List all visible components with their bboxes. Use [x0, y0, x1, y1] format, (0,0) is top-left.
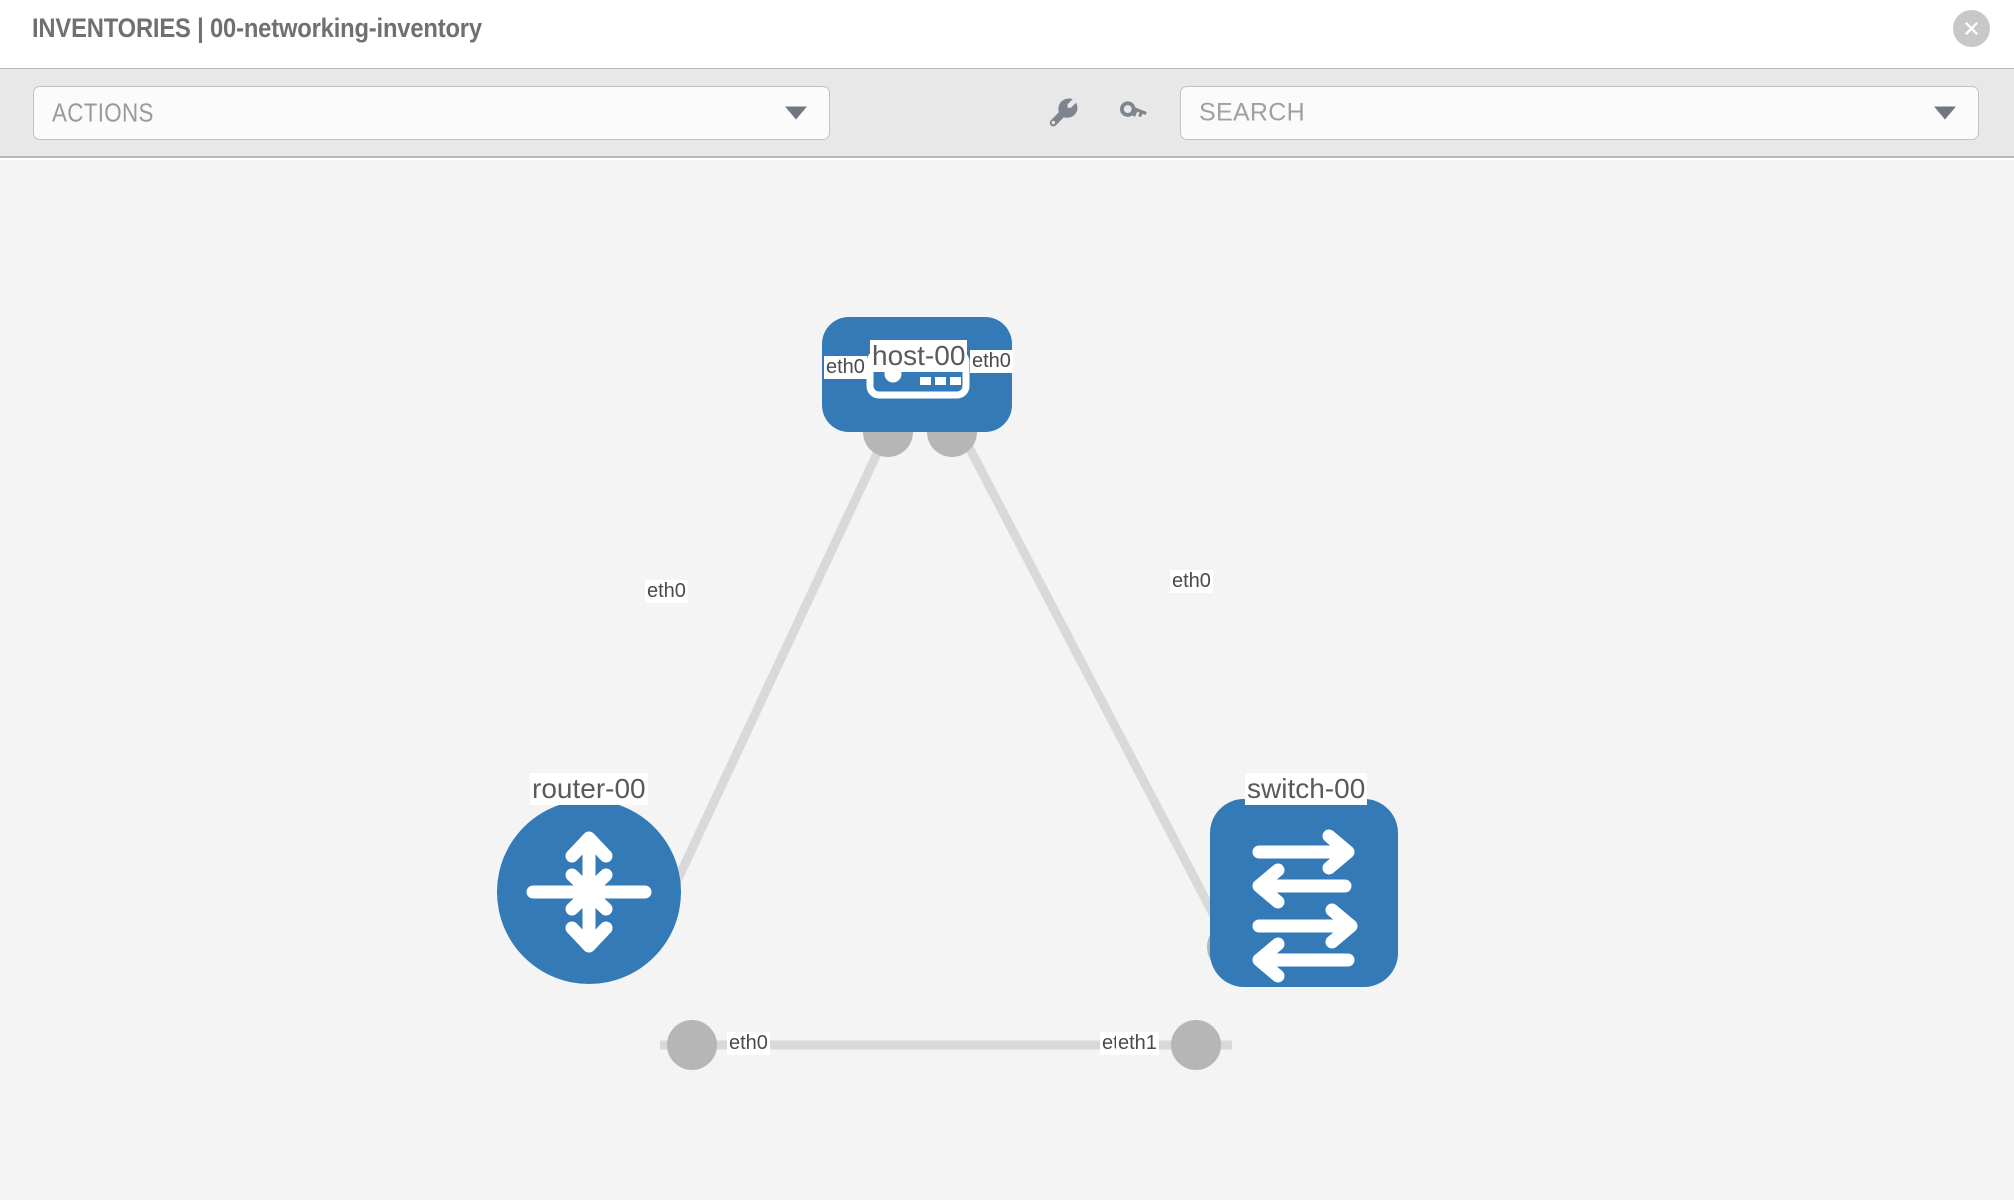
search-input[interactable]: SEARCH — [1180, 86, 1979, 140]
port-router-right[interactable] — [667, 1020, 717, 1070]
link-host-router[interactable] — [635, 428, 893, 962]
topology-links — [635, 427, 1236, 1050]
topology-canvas[interactable]: host-00 router-00 switch-00 eth0 eth0 et… — [0, 160, 2014, 1200]
router-four-arrows-icon — [526, 831, 652, 953]
switch-two-way-arrows-icon — [1252, 829, 1358, 983]
actions-dropdown-label: ACTIONS — [52, 97, 154, 128]
chevron-down-icon — [785, 106, 807, 120]
iface-label-switch-up: eth0 — [1170, 570, 1213, 593]
key-icon — [1119, 101, 1147, 118]
page-header: INVENTORIES | 00-networking-inventory — [0, 0, 2014, 68]
actions-dropdown[interactable]: ACTIONS — [33, 86, 830, 140]
search-placeholder: SEARCH — [1199, 98, 1305, 127]
close-icon — [1965, 22, 1978, 35]
iface-label-host-right: eth0 — [970, 350, 1013, 373]
node-label-host: host-00 — [870, 340, 968, 373]
node-router-00[interactable] — [497, 800, 681, 984]
toolbar: ACTIONS SEARCH — [0, 68, 2014, 158]
wrench-icon — [1049, 98, 1078, 127]
topology-ports — [667, 407, 1257, 1070]
node-label-switch: switch-00 — [1245, 773, 1368, 806]
iface-label-router-right: eth0 — [727, 1032, 770, 1055]
node-label-router: router-00 — [530, 773, 648, 806]
wrench-button[interactable] — [1042, 91, 1086, 135]
close-button[interactable] — [1953, 10, 1990, 47]
iface-label-router-up: eth0 — [645, 580, 688, 603]
key-button[interactable] — [1110, 91, 1154, 135]
iface-label-host-left: eth0 — [824, 356, 867, 379]
port-switch-left[interactable] — [1171, 1020, 1221, 1070]
iface-label-switch-left-b: eth1 — [1116, 1032, 1159, 1055]
link-host-switch[interactable] — [956, 427, 1236, 953]
search-chevron-down-icon[interactable] — [1934, 106, 1956, 120]
node-switch-00[interactable] — [1210, 799, 1398, 987]
page-title: INVENTORIES | 00-networking-inventory — [32, 13, 482, 43]
topology-graph — [497, 317, 1398, 1070]
